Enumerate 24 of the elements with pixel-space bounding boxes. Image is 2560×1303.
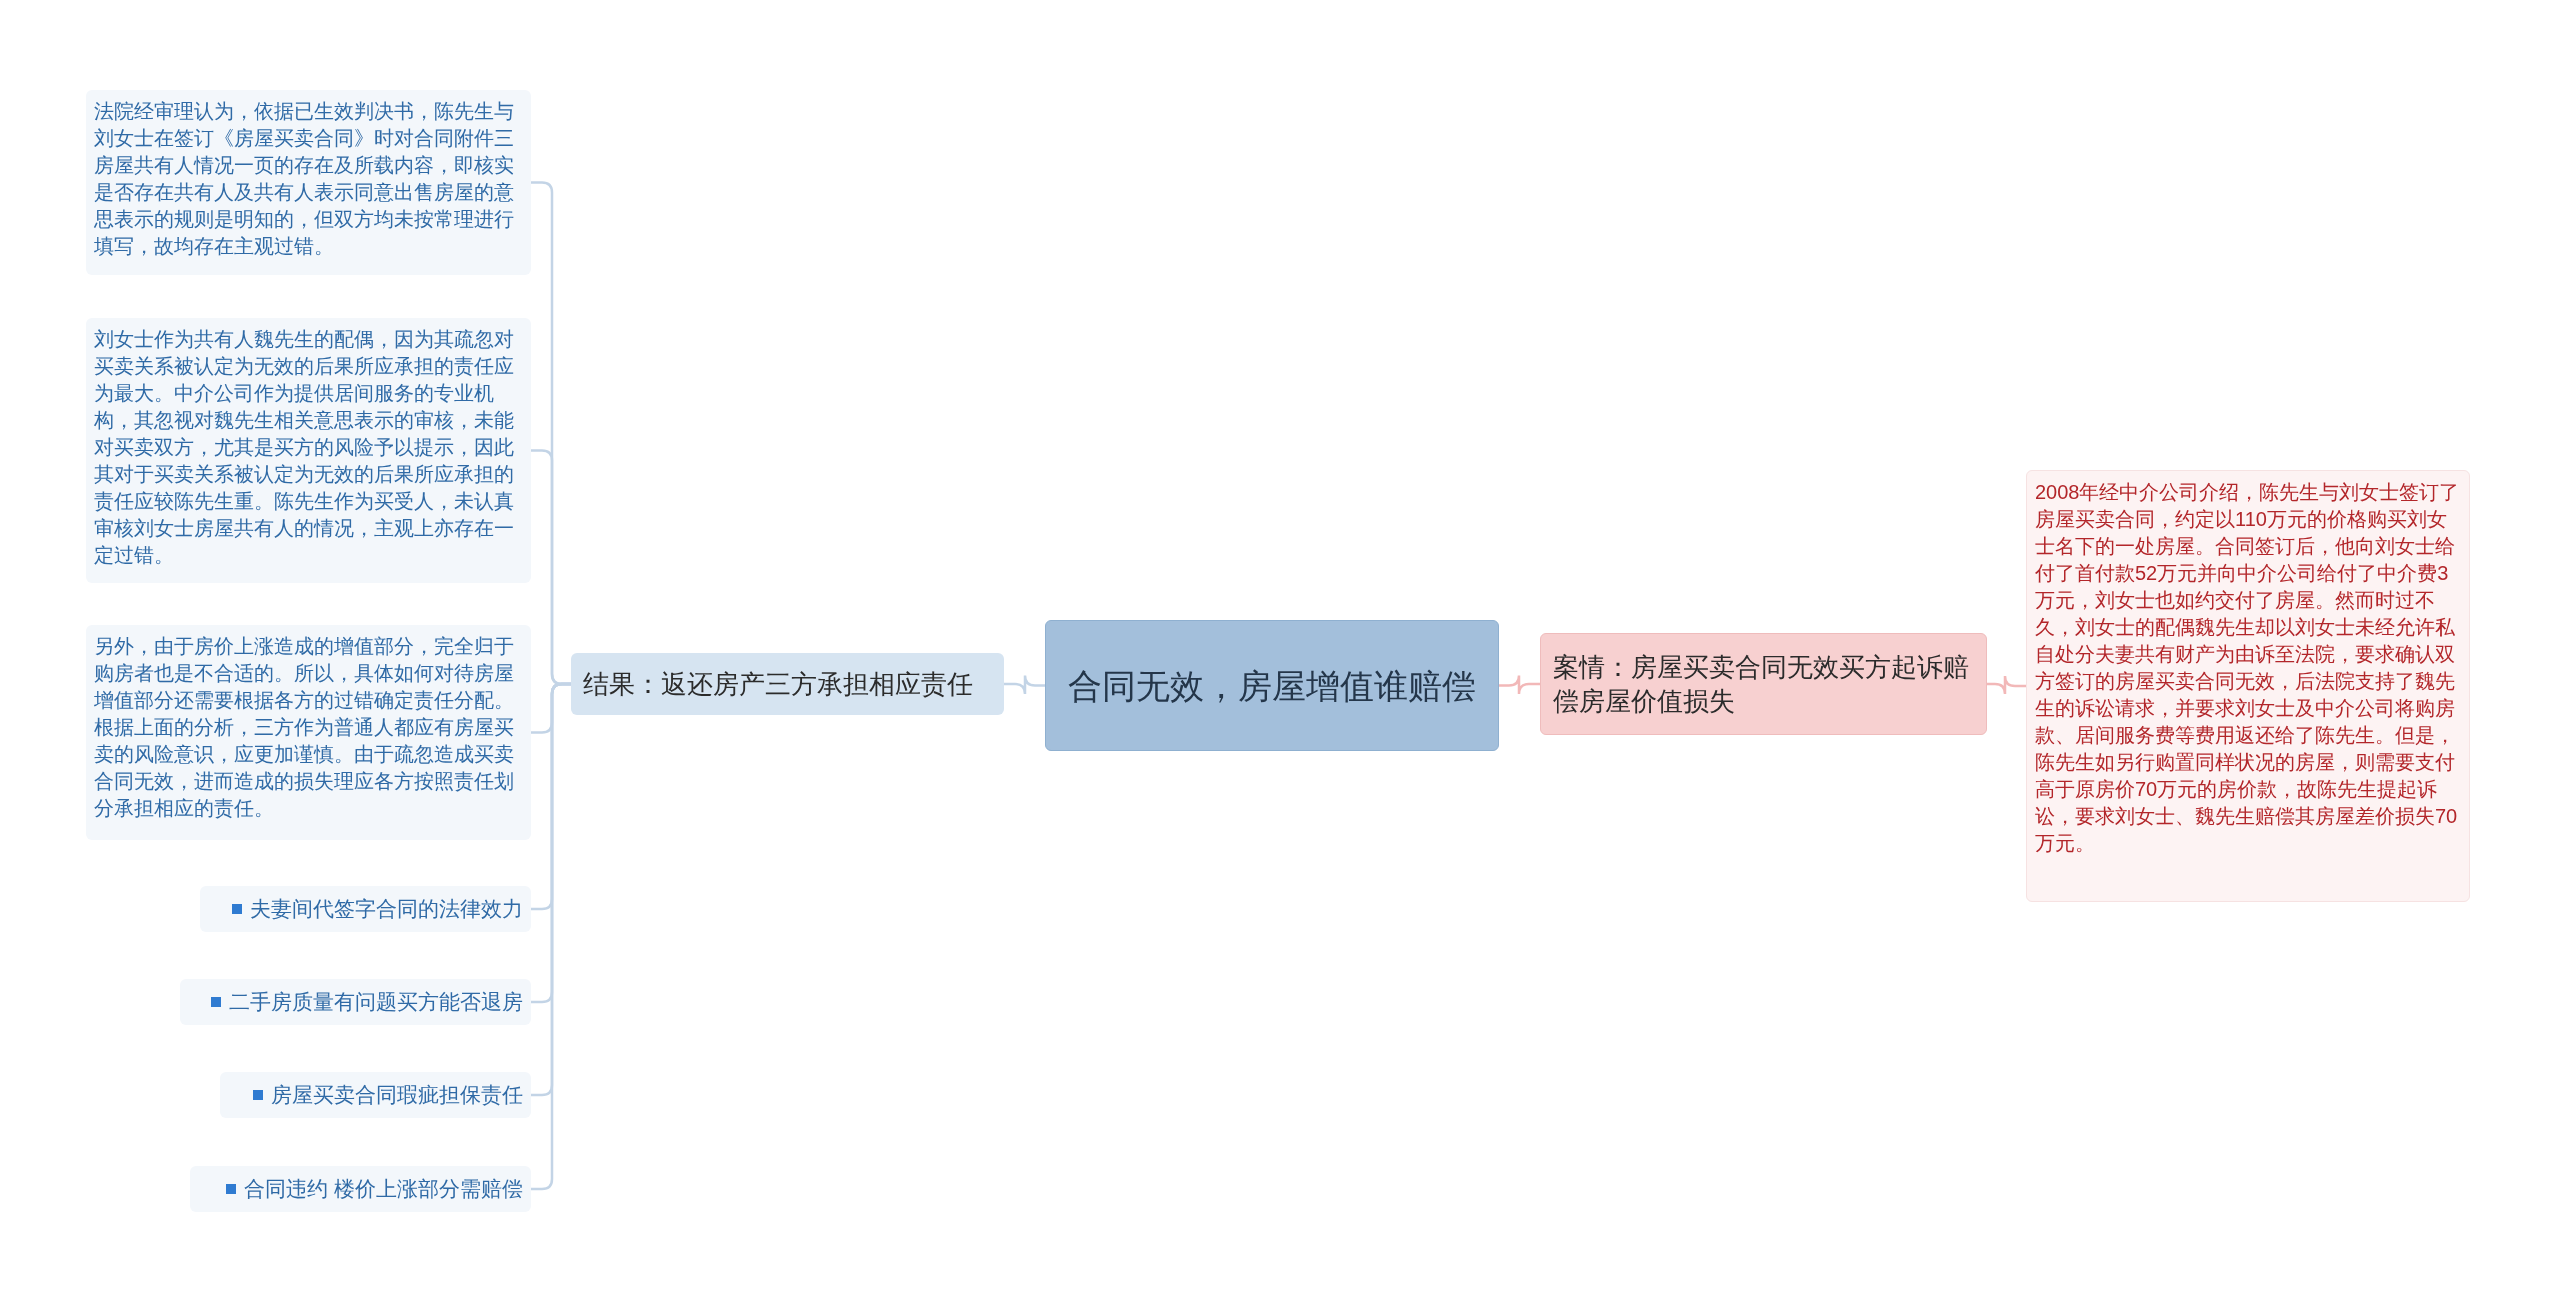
subtopic-text: 房屋买卖合同瑕疵担保责任 (271, 1082, 523, 1108)
note-text: 刘女士作为共有人魏先生的配偶，因为其疏忽对买卖关系被认定为无效的后果所应承担的责任应为最大。中介公司作为提供居间服务的专业机构，其忽视对魏先生相关意思表示的审核，未能对买卖双方，尤其是买方的风险予以提示，因此其对于买卖关系被认定为无效的后果所应承担的责任应较陈先生重。陈先生作为买受人，未认真审核刘女士房屋共有人的情况，主观上亦存在一定过错。 (94, 327, 515, 568)
subtopic-text: 合同违约 楼价上涨部分需赔偿 (244, 1176, 523, 1202)
detail-card (2026, 470, 2470, 902)
connector-line (1987, 674, 2026, 696)
subtopic-box (220, 1072, 531, 1118)
subtopic-text: 夫妻间代签字合同的法律效力 (250, 896, 523, 922)
connector-line (1499, 674, 1540, 696)
branch-box (1540, 633, 1987, 735)
branch-text: 案情：房屋买卖合同无效买方起诉赔偿房屋价值损失 (1553, 651, 1970, 718)
subtopic-box (200, 886, 531, 932)
note-card (86, 625, 531, 840)
connector-line (1004, 674, 1045, 696)
detail-text: 2008年经中介公司介绍，陈先生与刘女士签订了房屋买卖合同，约定以110万元的价格购买刘女士名下的一处房屋。合同签订后，他向刘女士给付了首付款52万元并向中介公司给付了中介费3万元，刘女士也如约交付了房屋。然而时过不久，刘女士的配偶魏先生却以刘女士未经允许私自处分夫妻共有财产为由诉至法院，要求确认双方签订的房屋买卖合同无效，后法院支持了魏先生的诉讼请求，并要求刘女士及中介公司将购房款、居间服务费等费用返还给了陈先生。但是，陈先生如另行购置同样状况的房屋，则需要支付高于原房价70万元的房价款，故陈先生提起诉讼，要求刘女士、魏先生赔偿其房屋差价损失70万元。 (2035, 480, 2461, 856)
topic-text: 合同无效，房屋增值谁赔偿 (1068, 665, 1476, 707)
subtopic-box (180, 979, 531, 1025)
topic-box (1045, 620, 1499, 751)
branch-box (571, 653, 1004, 715)
note-text: 法院经审理认为，依据已生效判决书，陈先生与刘女士在签订《房屋买卖合同》时对合同附件三房屋共有人情况一页的存在及所载内容，即核实是否存在共有人及共有人表示同意出售房屋的意思表示的规则是明知的，但双方均未按常理进行填写，故均存在主观过错。 (94, 99, 515, 259)
note-card (86, 90, 531, 275)
branch-text: 结果：返还房产三方承担相应责任 (583, 668, 973, 701)
subtopic-text: 二手房质量有问题买方能否退房 (229, 989, 523, 1015)
note-text: 另外，由于房价上涨造成的增值部分，完全归于购房者也是不合适的。所以，具体如何对待房屋增值部分还需要根据各方的过错确定责任分配。根据上面的分析，三方作为普通人都应有房屋买卖的风险意识，应更加谨慎。由于疏忽造成买卖合同无效，进而造成的损失理应各方按照责任划分承担相应的责任。 (94, 634, 515, 821)
subtopic-box (190, 1166, 531, 1212)
